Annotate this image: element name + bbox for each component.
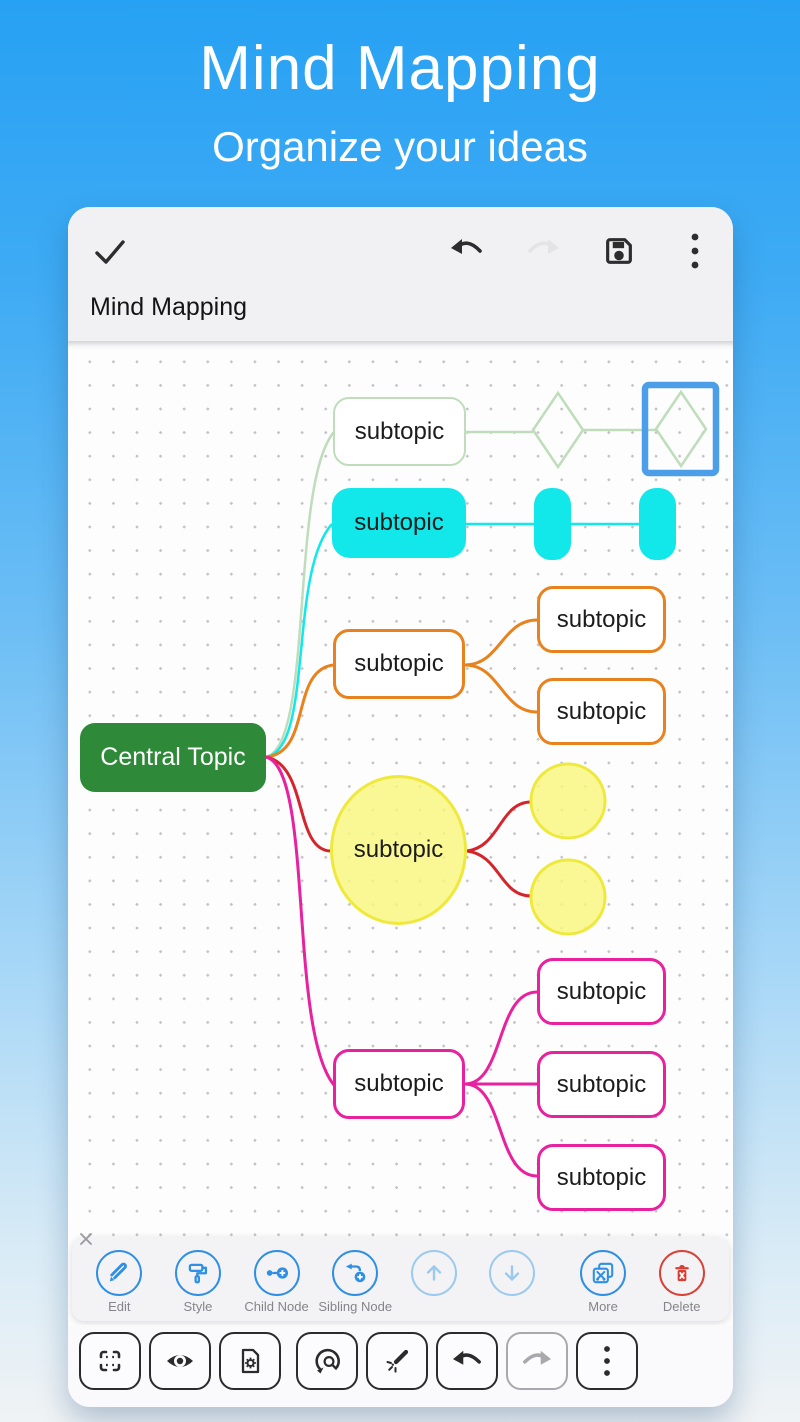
edit-node-button[interactable]: Edit [80,1237,159,1321]
subtopic-node-green[interactable]: subtopic [333,397,466,466]
laser-pointer-button[interactable] [366,1332,428,1390]
fullscreen-button[interactable] [79,1332,141,1390]
toolbar-item-label: Child Node [244,1299,309,1314]
subtopic-node-orange-child[interactable]: subtopic [537,678,666,745]
more-icon [592,1262,614,1284]
canvas-undo-button[interactable] [436,1332,498,1390]
subtopic-node-orange[interactable]: subtopic [333,629,465,699]
pencil-icon [110,1262,128,1282]
diamond-node-selected[interactable] [654,389,708,469]
overflow-menu-button[interactable] [677,233,713,269]
node-action-toolbar: Edit Style Child Node [72,1233,729,1321]
check-icon [95,240,125,264]
save-icon [606,238,632,264]
canvas-redo-button[interactable] [506,1332,568,1390]
style-node-button[interactable]: Style [159,1237,238,1321]
diamond-node[interactable] [531,390,585,470]
search-scan-icon [315,1348,340,1374]
subtopic-node-magenta-child[interactable]: subtopic [537,1144,666,1211]
central-topic-node[interactable]: Central Topic [80,723,266,792]
circle-node[interactable] [529,858,607,936]
subtopic-node-orange-child[interactable]: subtopic [537,586,666,653]
save-button[interactable] [601,234,637,268]
toolbar-item-label: Edit [108,1299,131,1314]
move-node-up-button[interactable] [395,1237,474,1321]
document-title: Mind Mapping [90,293,248,321]
page-settings-button[interactable] [219,1332,281,1390]
circle-node[interactable] [529,762,607,840]
document-gear-icon [241,1348,260,1374]
subtopic-node-magenta-child[interactable]: subtopic [537,1051,666,1118]
kebab-menu-icon [604,1346,610,1376]
selection-box [641,381,720,477]
canvas-toolbar [68,1325,733,1407]
more-actions-button[interactable]: More [564,1237,643,1321]
toolbar-item-label: Sibling Node [318,1299,393,1314]
add-child-node-button[interactable]: Child Node [237,1237,316,1321]
paint-roller-icon [188,1263,207,1284]
app-window: Mind Mapping [68,207,733,1407]
hero-subtitle: Organize your ideas [212,123,588,170]
subtopic-node-magenta-child[interactable]: subtopic [537,958,666,1025]
toolbar-item-label: Style [183,1299,213,1314]
close-icon [80,1233,92,1245]
mindmap-links [265,381,720,1178]
trash-icon [674,1265,689,1282]
confirm-button[interactable] [93,236,127,268]
view-mode-button[interactable] [149,1332,211,1390]
toolbar-item-label: Delete [662,1299,701,1314]
hero-banner: Mind Mapping Organize your ideas [0,30,800,172]
arrow-up-icon [426,1265,441,1281]
undo-icon [451,239,482,254]
pill-node[interactable] [639,488,676,560]
child-node-icon [266,1267,288,1279]
redo-icon [523,1350,551,1365]
redo-icon [528,239,559,254]
kebab-menu-icon [691,233,699,269]
subtopic-node-magenta[interactable]: subtopic [333,1049,465,1119]
canvas-menu-button[interactable] [576,1332,638,1390]
magic-wand-icon [386,1349,409,1373]
toolbar-close-button[interactable] [78,1231,94,1247]
undo-icon [453,1350,481,1365]
mindmap-canvas[interactable]: subtopic subtopic subtopic subtopic subt… [68,341,733,1325]
undo-button[interactable] [449,234,485,268]
app-header: Mind Mapping [68,207,733,341]
pill-node[interactable] [534,488,571,560]
arrow-down-icon [505,1265,520,1281]
subtopic-node-yellow[interactable]: subtopic [330,775,467,925]
add-sibling-node-button[interactable]: Sibling Node [316,1237,395,1321]
hero-title: Mind Mapping [199,34,601,103]
eye-icon [167,1355,193,1367]
fullscreen-icon [99,1350,121,1372]
subtopic-node-cyan[interactable]: subtopic [332,488,466,558]
redo-button[interactable] [525,234,561,268]
sibling-node-icon [346,1263,366,1283]
delete-node-button[interactable]: Delete [642,1237,721,1321]
move-node-down-button[interactable] [473,1237,552,1321]
search-canvas-button[interactable] [296,1332,358,1390]
toolbar-item-label: More [588,1299,618,1314]
